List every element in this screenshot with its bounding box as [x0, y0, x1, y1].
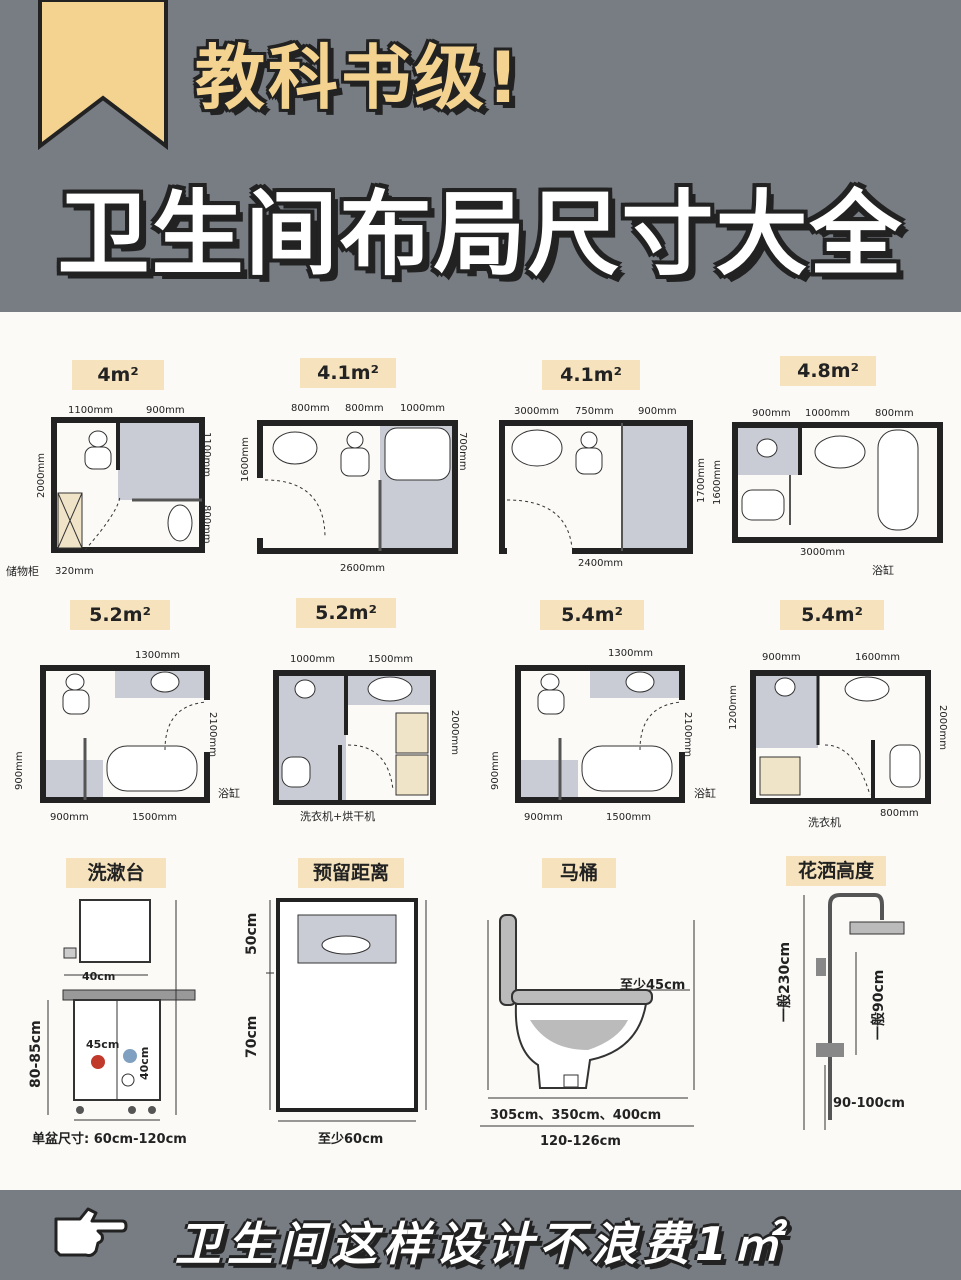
title-toilet: 马桶 [542, 858, 616, 888]
title-clearance: 预留距离 [298, 858, 404, 888]
area-label-6: 5.2m² [296, 598, 396, 628]
area-label-2: 4.1m² [300, 358, 396, 388]
toilet-diagram [480, 914, 695, 1127]
floor-plan-5-2m2-a [40, 665, 213, 803]
area-label-4: 4.8m² [780, 356, 876, 386]
area-label-7: 5.4m² [540, 600, 644, 630]
clearance-diagram [266, 898, 427, 1122]
header-subtitle: 教科书级! [195, 37, 522, 119]
area-label-3: 4.1m² [542, 360, 640, 390]
pointing-hand-icon [54, 1207, 128, 1257]
floor-plan-4-1m2-a [255, 420, 458, 554]
floor-plan-4-8m2 [732, 422, 943, 543]
vanity-diagram [47, 899, 196, 1121]
floor-plan-5-4m2-a [515, 665, 688, 803]
shower-diagram [803, 893, 905, 1130]
title-shower: 花洒高度 [786, 856, 886, 886]
title-basin: 洗漱台 [66, 858, 166, 888]
area-label-1: 4m² [72, 360, 164, 390]
floor-plan-4m2 [51, 417, 205, 553]
page-title: 卫生间布局尺寸大全 [57, 181, 904, 288]
area-label-5: 5.2m² [70, 600, 170, 630]
floor-plan-4-1m2-b [499, 420, 693, 558]
footer-banner [0, 1190, 961, 1280]
footer-slogan: 卫生间这样设计不浪费1㎡ [175, 1217, 786, 1271]
floor-plan-5-2m2-b [273, 670, 436, 805]
floor-plan-5-4m2-b [750, 670, 931, 804]
bookmark-icon [38, 0, 168, 150]
area-label-8: 5.4m² [780, 600, 884, 630]
